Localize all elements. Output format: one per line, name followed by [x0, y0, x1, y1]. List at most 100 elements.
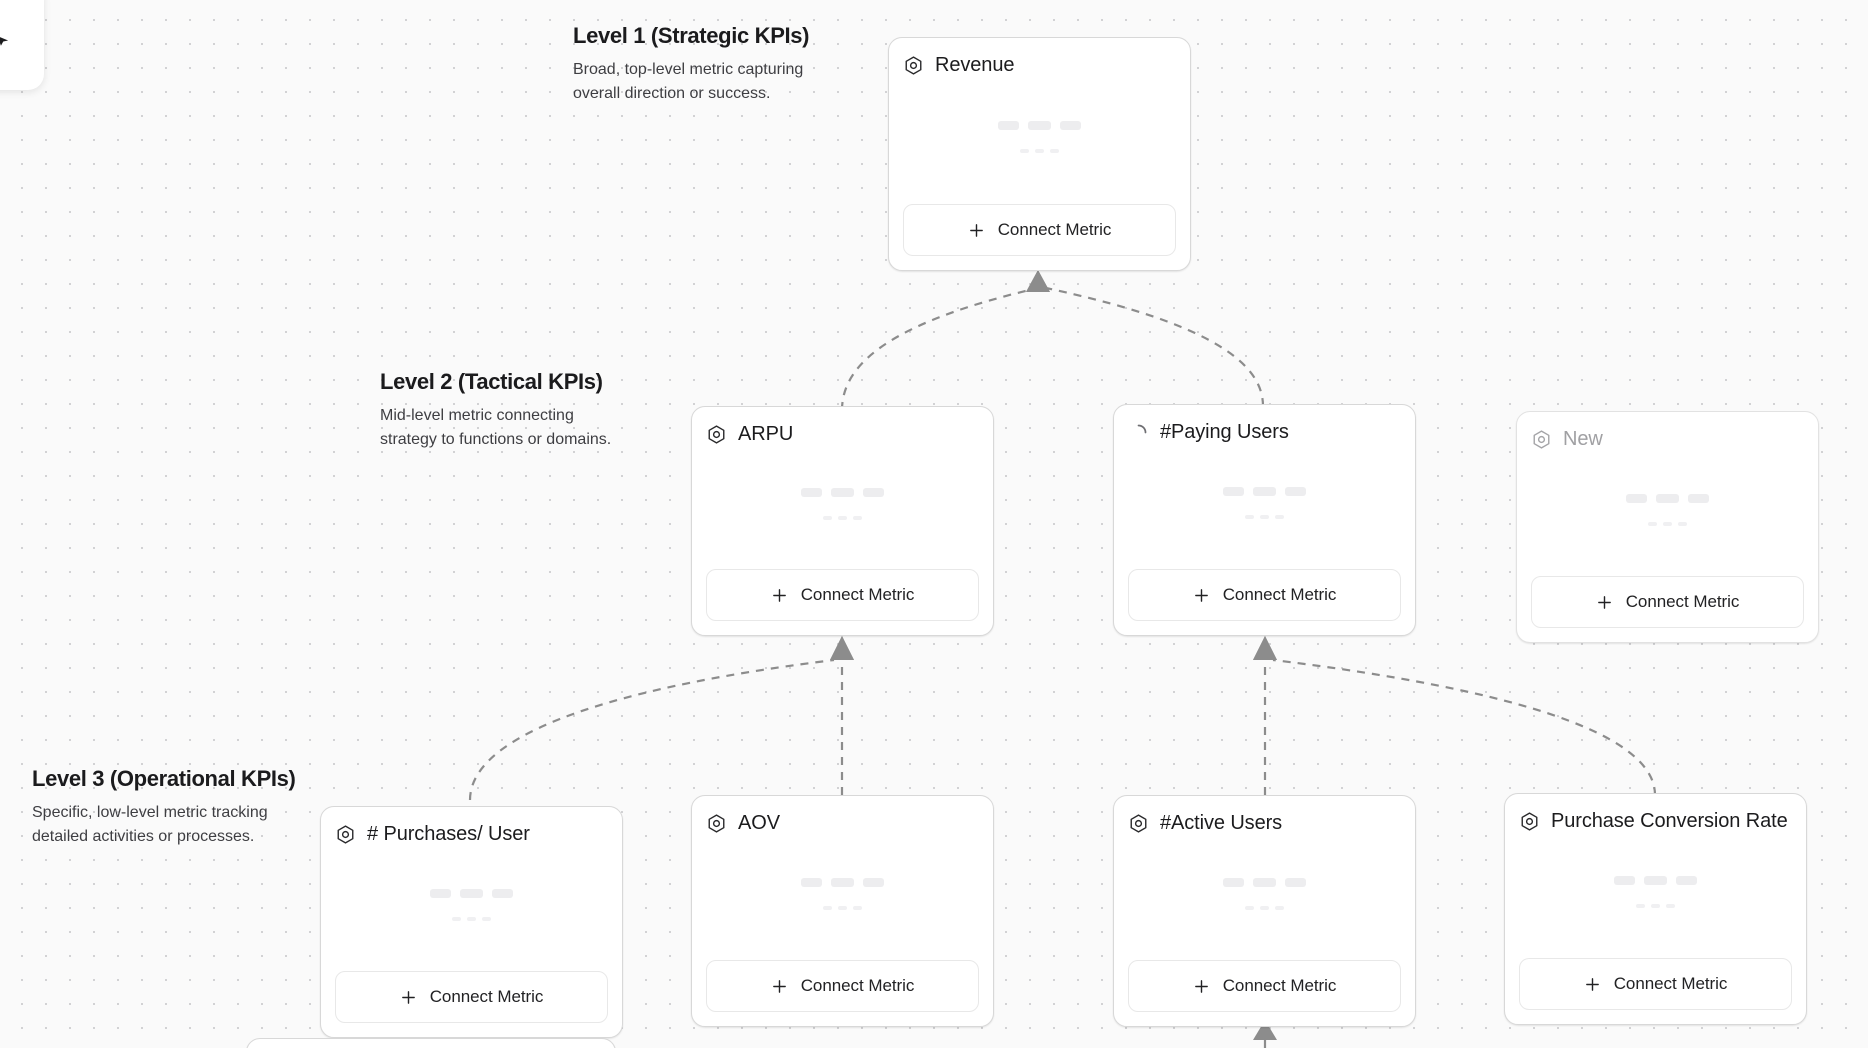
level-1-title: Level 1 (Strategic KPIs): [573, 23, 810, 48]
skeleton-row-secondary: [1020, 149, 1059, 153]
skeleton-bar: [1651, 904, 1660, 908]
connect-metric-button[interactable]: Connect Metric: [1519, 958, 1792, 1010]
skeleton-bar: [1260, 515, 1269, 519]
skeleton-bar: [430, 889, 451, 898]
skeleton-bar: [492, 889, 513, 898]
hexagon-metric-icon: [1533, 429, 1550, 449]
skeleton-bar: [1663, 522, 1672, 526]
edge-paying-users-to-revenue: [1026, 270, 1265, 407]
connect-metric-button[interactable]: Connect Metric: [1531, 576, 1804, 628]
plus-icon: [401, 990, 415, 1004]
card-skeleton-body: [335, 847, 608, 971]
card-skeleton-body: [1531, 452, 1804, 576]
card-header: Revenue: [903, 52, 1176, 78]
skeleton-bar: [1028, 121, 1051, 130]
skeleton-row-primary: [1626, 494, 1709, 503]
hexagon-metric-icon: [1130, 813, 1147, 833]
connect-metric-button[interactable]: Connect Metric: [706, 960, 979, 1012]
level-3-annotation: Level 3 (Operational KPIs) Specific, low…: [32, 765, 322, 849]
metric-card-arpu[interactable]: ARPU Connect Metric: [691, 406, 994, 636]
level-2-title: Level 2 (Tactical KPIs): [380, 369, 603, 394]
skeleton-bar: [1275, 906, 1284, 910]
skeleton-row-primary: [1223, 878, 1306, 887]
plus-icon: [969, 223, 983, 237]
connect-metric-label: Connect Metric: [1222, 585, 1337, 604]
skeleton-bar: [1636, 904, 1645, 908]
metric-card-active-users[interactable]: #Active Users Connect Metric: [1113, 795, 1416, 1027]
metric-card-new[interactable]: New Connect Metric: [1516, 411, 1819, 643]
skeleton-bar: [1688, 494, 1709, 503]
connect-metric-button[interactable]: Connect Metric: [335, 971, 608, 1023]
skeleton-bar: [1676, 876, 1697, 885]
skeleton-bar: [1644, 876, 1667, 885]
connect-metric-button[interactable]: Connect Metric: [1128, 569, 1401, 621]
metric-card-paying-users[interactable]: #Paying Users Connect Metric: [1113, 404, 1416, 636]
skeleton-bar: [1626, 494, 1647, 503]
cursor-pointer-icon: [0, 37, 9, 46]
skeleton-bar: [1275, 515, 1284, 519]
spinner-loading-icon: [1137, 424, 1147, 433]
connect-metric-label: Connect Metric: [1625, 592, 1740, 611]
skeleton-bar: [1253, 878, 1276, 887]
connect-metric-button[interactable]: Connect Metric: [1128, 960, 1401, 1012]
edge-arpu-to-revenue: [840, 270, 1050, 411]
card-skeleton-body: [706, 836, 979, 960]
skeleton-row-primary: [998, 121, 1081, 130]
edge-active-users-to-paying-users: [1253, 636, 1277, 795]
hexagon-metric-icon: [708, 424, 725, 444]
metric-card-purchases-per-user[interactable]: # Purchases/ User Connect Metric: [320, 806, 623, 1038]
connect-metric-button[interactable]: Connect Metric: [903, 204, 1176, 256]
skeleton-row-primary: [430, 889, 513, 898]
edge-purchases-per-user-to-arpu: [468, 636, 854, 801]
metric-card-purchase-conversion-rate[interactable]: Purchase Conversion Rate Connect Metric: [1504, 793, 1807, 1025]
hexagon-metric-icon: [905, 55, 922, 75]
skeleton-bar: [1678, 522, 1687, 526]
skeleton-row-secondary: [1648, 522, 1687, 526]
card-header: #Paying Users: [1128, 419, 1401, 445]
card-title: # Purchases/ User: [367, 823, 530, 845]
card-skeleton-body: [1128, 445, 1401, 569]
edge-aov-to-arpu: [830, 636, 854, 795]
skeleton-row-secondary: [1636, 904, 1675, 908]
floating-toolbar-panel-partial[interactable]: [0, 0, 44, 90]
skeleton-bar: [1050, 149, 1059, 153]
hexagon-metric-icon: [1521, 811, 1538, 831]
card-header: # Purchases/ User: [335, 821, 608, 847]
skeleton-bar: [831, 488, 854, 497]
connect-metric-label: Connect Metric: [1613, 974, 1728, 993]
connect-metric-label: Connect Metric: [997, 220, 1112, 239]
plus-icon: [1194, 979, 1208, 993]
skeleton-row-secondary: [452, 917, 491, 921]
skeleton-bar: [467, 917, 476, 921]
skeleton-row-primary: [1614, 876, 1697, 885]
level-3-title: Level 3 (Operational KPIs): [32, 766, 296, 791]
metric-card-revenue[interactable]: Revenue Connect Metric: [888, 37, 1191, 271]
card-header: Purchase Conversion Rate: [1519, 808, 1792, 834]
skeleton-bar: [1656, 494, 1679, 503]
metric-card-partial-offscreen[interactable]: [246, 1038, 616, 1048]
plus-icon: [772, 979, 786, 993]
plus-icon: [1585, 977, 1599, 991]
skeleton-row-primary: [1223, 487, 1306, 496]
skeleton-bar: [1223, 487, 1244, 496]
skeleton-row-secondary: [823, 516, 862, 520]
skeleton-bar: [482, 917, 491, 921]
skeleton-bar: [863, 488, 884, 497]
card-title: Purchase Conversion Rate: [1551, 810, 1788, 832]
card-title: AOV: [738, 812, 780, 834]
card-title: New: [1563, 428, 1603, 450]
connect-metric-button[interactable]: Connect Metric: [706, 569, 979, 621]
skeleton-bar: [1245, 906, 1254, 910]
edge-purchase-conversion-rate-to-paying-users: [1253, 636, 1657, 796]
skeleton-row-primary: [801, 878, 884, 887]
card-skeleton-body: [1519, 834, 1792, 958]
connect-metric-label: Connect Metric: [429, 987, 544, 1006]
connect-metric-label: Connect Metric: [800, 585, 915, 604]
connect-metric-label: Connect Metric: [1222, 976, 1337, 995]
skeleton-bar: [863, 878, 884, 887]
hexagon-metric-icon: [337, 824, 354, 844]
metric-card-aov[interactable]: AOV Connect Metric: [691, 795, 994, 1027]
skeleton-bar: [831, 878, 854, 887]
card-title: #Paying Users: [1160, 421, 1289, 443]
